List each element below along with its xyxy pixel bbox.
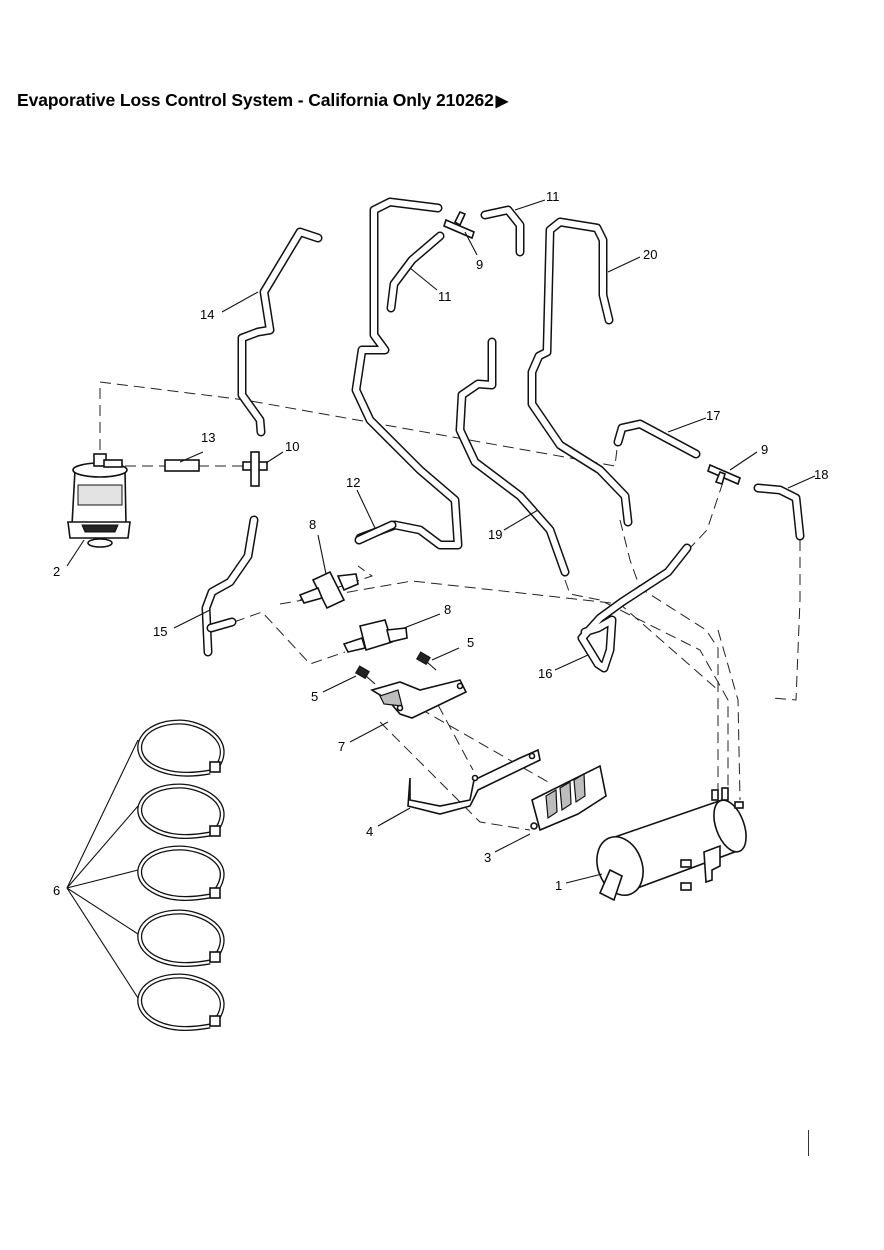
check-valve-8-upper [298, 570, 359, 610]
bracket-7 [370, 679, 468, 719]
bolt-5-right [415, 651, 437, 671]
callout-16: 16 [538, 666, 552, 681]
t-piece-10 [242, 451, 268, 487]
charcoal-canister-1 [596, 787, 747, 902]
hose-clip-2 [137, 783, 225, 839]
callout-7: 7 [338, 739, 345, 754]
callout-6: 6 [53, 883, 60, 898]
bolt-5-left [354, 665, 376, 685]
callout-12: 12 [346, 475, 360, 490]
t-piece-9-upper [443, 210, 475, 240]
heat-shield-3 [530, 764, 607, 832]
check-valve-8-lower [342, 619, 408, 653]
hoses [201, 197, 805, 673]
page-title: Evaporative Loss Control System - Califo… [17, 90, 508, 111]
callout-9-upper: 9 [476, 257, 483, 272]
hose-clips-6 [137, 719, 225, 1031]
hose-clip-3 [137, 845, 225, 901]
callout-5-right: 5 [467, 635, 474, 650]
callout-9-right: 9 [761, 442, 768, 457]
callout-10: 10 [285, 439, 299, 454]
callout-18: 18 [814, 467, 828, 482]
bracket-4 [407, 748, 541, 815]
callout-labels: 1 2 3 4 5 5 6 7 8 8 9 9 10 11 11 12 13 1… [53, 189, 828, 898]
callout-8-upper: 8 [309, 517, 316, 532]
callout-3: 3 [484, 850, 491, 865]
connector-tube-13 [164, 459, 200, 472]
callout-13: 13 [201, 430, 215, 445]
page-edge-mark [808, 1130, 809, 1156]
callout-5-left: 5 [311, 689, 318, 704]
hose-clip-1 [137, 719, 225, 777]
callout-1: 1 [555, 878, 562, 893]
leader-lines [66, 199, 816, 999]
callout-17: 17 [706, 408, 720, 423]
callout-20: 20 [643, 247, 657, 262]
callout-15: 15 [153, 624, 167, 639]
hose-clip-5 [137, 973, 225, 1031]
title-text: Evaporative Loss Control System - Califo… [17, 90, 494, 110]
hose-clip-4 [137, 909, 225, 967]
callout-14: 14 [200, 307, 214, 322]
callout-11-lower: 11 [438, 289, 452, 304]
filter-canister-2 [67, 453, 131, 548]
callout-2: 2 [53, 564, 60, 579]
callout-8-lower: 8 [444, 602, 451, 617]
callout-19: 19 [488, 527, 502, 542]
callout-11-upper: 11 [546, 189, 560, 204]
play-arrow-icon: ▶ [495, 93, 509, 110]
callout-4: 4 [366, 824, 373, 839]
t-piece-9-right [707, 463, 741, 486]
